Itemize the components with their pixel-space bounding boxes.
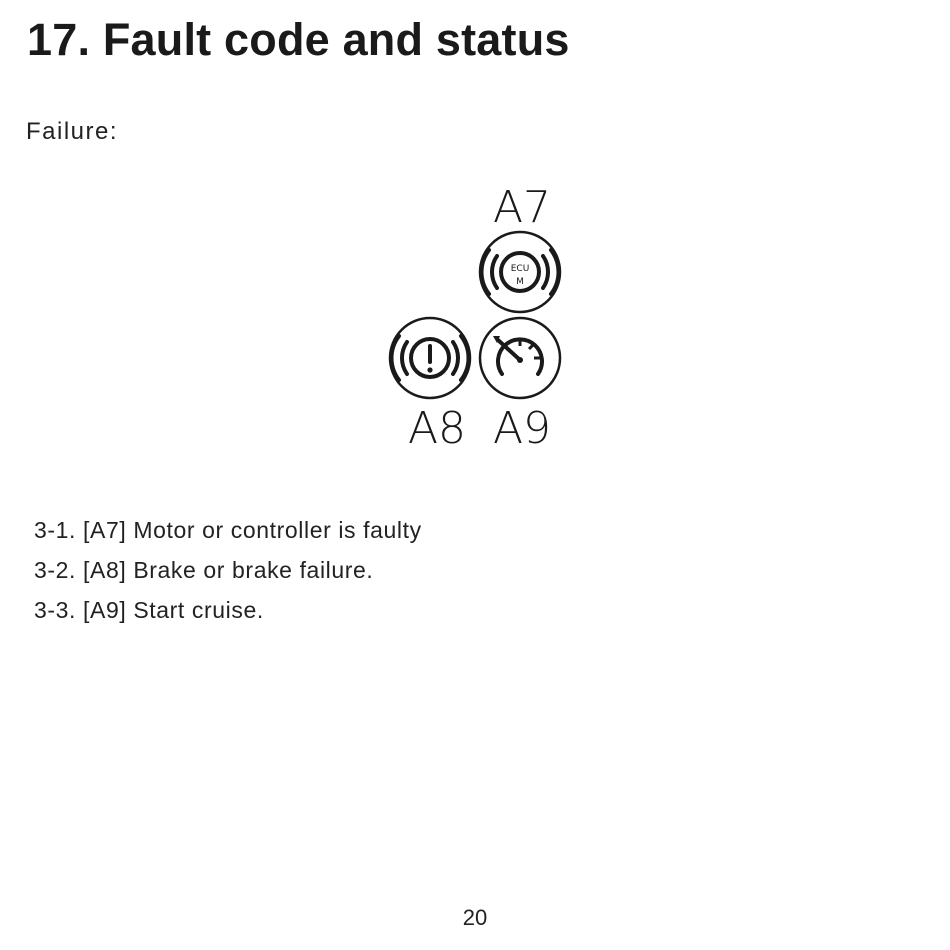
ecu-icon-text-bottom: M	[516, 277, 524, 287]
indicator-code-a9: A9	[493, 403, 551, 450]
fault-item-a8: 3-2. [A8] Brake or brake failure.	[34, 557, 374, 583]
fault-item-a7: 3-1. [A7] Motor or controller is faulty	[34, 517, 422, 543]
section-label-failure: Failure:	[26, 118, 119, 145]
page-title: 17. Fault code and status	[27, 14, 570, 65]
indicator-code-a7: A7	[493, 182, 551, 233]
fault-item-a9: 3-3. [A9] Start cruise.	[34, 597, 264, 623]
motor-controller-ecu-icon: ECU M	[478, 230, 562, 314]
ecu-icon-text-top: ECU	[511, 264, 530, 274]
indicator-figure: A7 ECU M A8 A9	[388, 182, 562, 450]
brake-warning-icon	[388, 316, 472, 400]
fault-list: 3-1. [A7] Motor or controller is faulty …	[34, 510, 422, 630]
indicator-code-a8: A8	[408, 403, 466, 450]
cruise-speedometer-icon	[478, 316, 562, 400]
page-number: 20	[462, 905, 488, 930]
